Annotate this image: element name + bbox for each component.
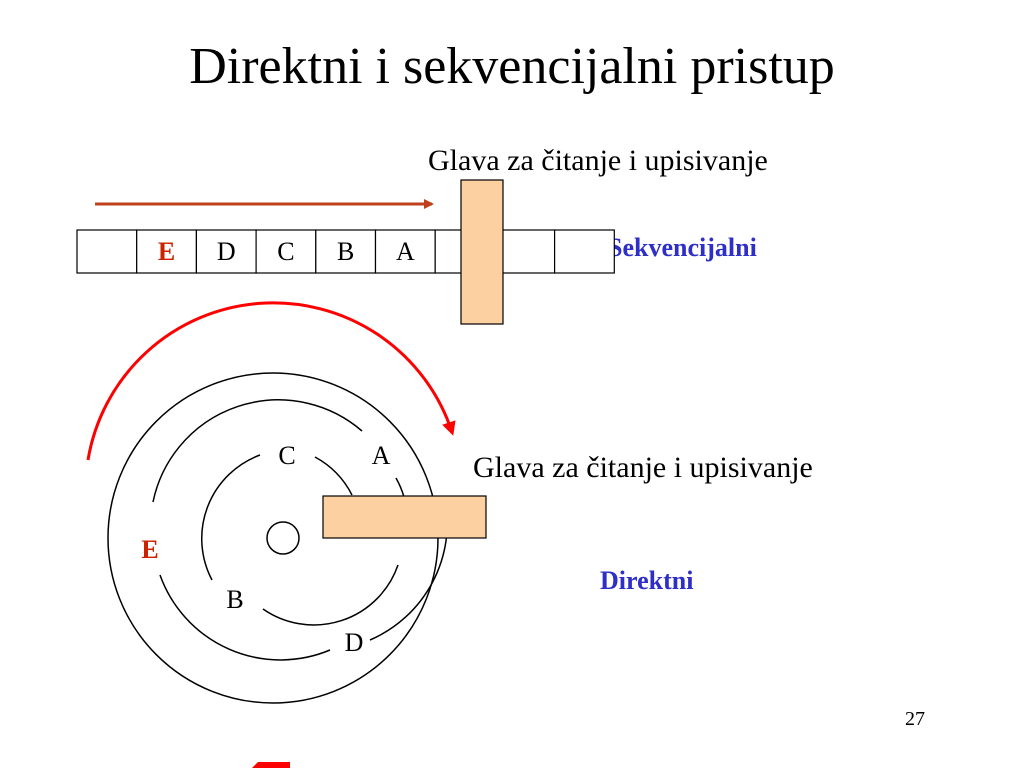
sequential-read-write-head xyxy=(460,179,504,325)
tape-cell-box xyxy=(136,229,197,274)
direct-read-write-head xyxy=(322,495,487,539)
disk-label-c: C xyxy=(278,441,295,470)
tape-cell: C xyxy=(255,229,317,274)
tape-cell-label: D xyxy=(217,237,236,266)
track-inner-arc-tick xyxy=(395,477,405,498)
tape-cell-box xyxy=(315,229,377,274)
tape-cell: D xyxy=(195,229,257,274)
tape-cell-label: A xyxy=(396,237,415,266)
disk-rotation-arrow xyxy=(86,301,456,461)
tape-cell xyxy=(76,229,138,274)
track-inner-arc-top-right xyxy=(314,456,353,496)
tape-cell-box xyxy=(76,229,138,274)
direct-kind-label: Direktni xyxy=(600,566,694,595)
tape-cell: B xyxy=(315,229,377,274)
track-outer-arc-top xyxy=(152,399,363,503)
track-outer-arc-bottom xyxy=(159,574,331,661)
direct-head-label: Glava za čitanje i upisivanje xyxy=(473,451,813,484)
tape-cell-box xyxy=(374,229,436,274)
disk-label-a: A xyxy=(372,441,391,470)
tape-cell-box xyxy=(255,229,317,274)
track-inner-arc-left xyxy=(201,454,261,581)
disk-label-d: D xyxy=(345,628,364,657)
disk-label-e: E xyxy=(141,535,158,564)
tape-cell-label: B xyxy=(337,237,354,266)
track-inner-arc-bottom-right xyxy=(262,564,399,626)
disk-tracks xyxy=(152,399,449,661)
tape-cell xyxy=(494,229,556,274)
tape-cell: A xyxy=(374,229,436,274)
tape-cell-box xyxy=(494,229,556,274)
disk-label-b: B xyxy=(226,585,243,614)
disk-spindle xyxy=(266,521,300,555)
tape-cell-label: C xyxy=(277,237,294,266)
bottom-red-fragment xyxy=(252,762,290,768)
sequential-head-label: Glava za čitanje i upisivanje xyxy=(428,144,768,177)
tape-cell-label: E xyxy=(158,237,175,266)
tape-cell-box xyxy=(553,229,615,274)
tape-cell xyxy=(553,229,615,274)
sequential-kind-label: Sekvencijalni xyxy=(608,233,757,262)
tape-cell: E xyxy=(136,229,197,274)
page-number: 27 xyxy=(905,708,925,730)
slide-title: Direktni i sekvencijalni pristup xyxy=(189,38,835,95)
